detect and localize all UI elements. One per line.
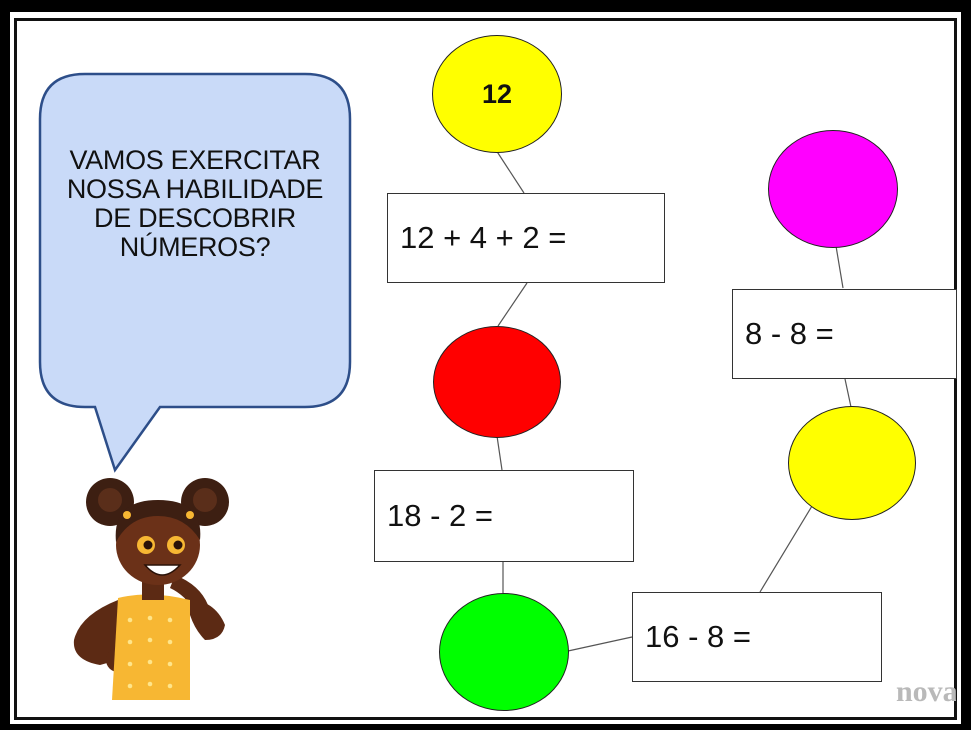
equation-box-4: 8 - 8 = xyxy=(732,289,957,379)
speech-bubble-text: Vamos exercitar nossa habilidade de desc… xyxy=(66,145,324,262)
equation-box-2: 18 - 2 = xyxy=(374,470,634,562)
connector-line xyxy=(497,282,528,327)
circle-green xyxy=(439,593,569,711)
circle-magenta xyxy=(768,130,898,248)
connector-line xyxy=(759,505,813,593)
connector-lines xyxy=(495,149,852,652)
connector-line xyxy=(495,149,525,194)
connector-line xyxy=(844,378,852,408)
equation-box-3: 16 - 8 = xyxy=(632,592,882,682)
circle-yellow-top: 12 xyxy=(432,35,562,153)
watermark-logo: nova escola xyxy=(896,680,956,704)
connector-line xyxy=(835,245,844,289)
connector-line xyxy=(496,435,503,471)
circle-yellow-right xyxy=(788,406,916,520)
circle-red xyxy=(433,326,561,438)
connector-line xyxy=(567,636,633,652)
speech-bubble xyxy=(38,72,352,473)
girl-character-icon xyxy=(73,478,229,700)
equation-box-1: 12 + 4 + 2 = xyxy=(387,193,665,283)
